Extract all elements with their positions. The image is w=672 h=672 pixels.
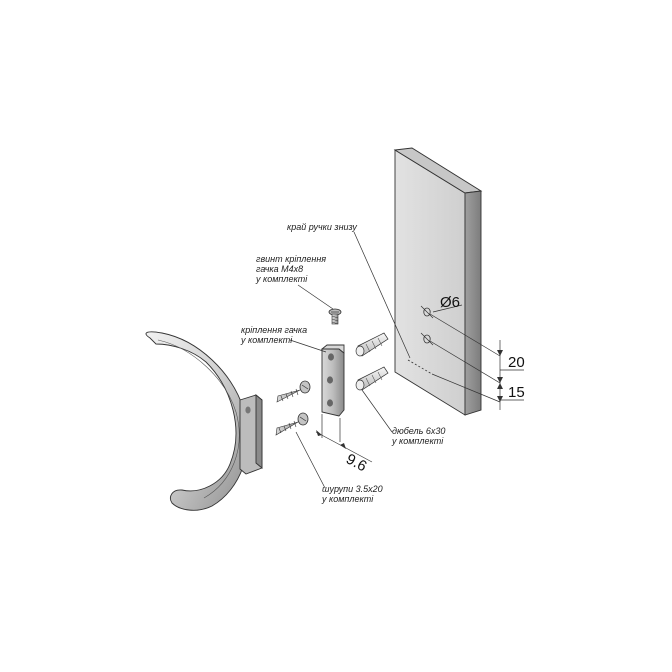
lower-spacing-value: 15 <box>508 384 525 401</box>
bracket-width-value: 9.6 <box>343 451 369 476</box>
dowel-upper <box>355 332 389 357</box>
dowel-label-line1: дюбель 6х30 <box>392 426 445 436</box>
bracket-label-line2: у комплекті <box>240 335 293 345</box>
labels: край ручки знизу гвинт кріплення гачка М… <box>240 222 445 504</box>
hook-mount-hole <box>245 406 251 414</box>
upper-spacing-value: 20 <box>508 354 525 371</box>
handle-edge-label: край ручки знизу <box>287 222 357 232</box>
bracket-hole-bottom <box>327 399 333 407</box>
bracket-hole-middle <box>327 376 333 384</box>
screw-label-line2: гачка М4х8 <box>256 264 303 274</box>
bracket-label-leader <box>289 339 327 353</box>
bracket-hole-top <box>328 353 334 361</box>
handle-edge-dashed-line <box>407 359 433 375</box>
hole-diameter-value: Ø6 <box>440 294 460 311</box>
panel-front-face <box>394 149 466 416</box>
wood-screw-lower <box>275 412 309 436</box>
wood-screw-upper <box>276 380 311 403</box>
screw-label-line1: гвинт кріплення <box>256 254 326 264</box>
upper-hole-mark <box>420 305 434 319</box>
hook-edge-line <box>157 339 240 499</box>
middle-extension-line <box>429 340 501 384</box>
hook-bracket <box>320 344 345 417</box>
screw-label-leader <box>297 284 334 310</box>
handle-edge-label-leader <box>353 231 411 359</box>
dowel-lower <box>355 366 389 391</box>
bracket-label-line1: кріплення гачка <box>241 325 307 335</box>
hook-mount-side <box>255 394 263 469</box>
dowel-label-leader <box>361 389 393 433</box>
bracket-top <box>320 344 345 354</box>
screws-label-line1: шурупи 3.5х20 <box>322 484 383 494</box>
dowel-label-line2: у комплекті <box>391 436 444 446</box>
wall-panel <box>393 147 483 416</box>
upper-extension-line <box>429 313 501 357</box>
panel-side-face <box>464 190 482 416</box>
dimension-arrowheads <box>497 350 503 402</box>
hook <box>145 331 263 511</box>
hook-screw-m4x8 <box>328 308 342 325</box>
screw-label-line3: у комплекті <box>255 274 308 284</box>
bracket-width-dimension: 9.6 <box>315 414 373 476</box>
screws-label-leader <box>295 431 326 489</box>
lower-hole-mark <box>420 332 434 346</box>
screws-label-line2: у комплекті <box>321 494 374 504</box>
diameter-leader <box>432 304 463 313</box>
hole-spacing-dimensions: 20 15 Ø6 <box>429 294 525 410</box>
lower-extension-line <box>431 373 501 403</box>
